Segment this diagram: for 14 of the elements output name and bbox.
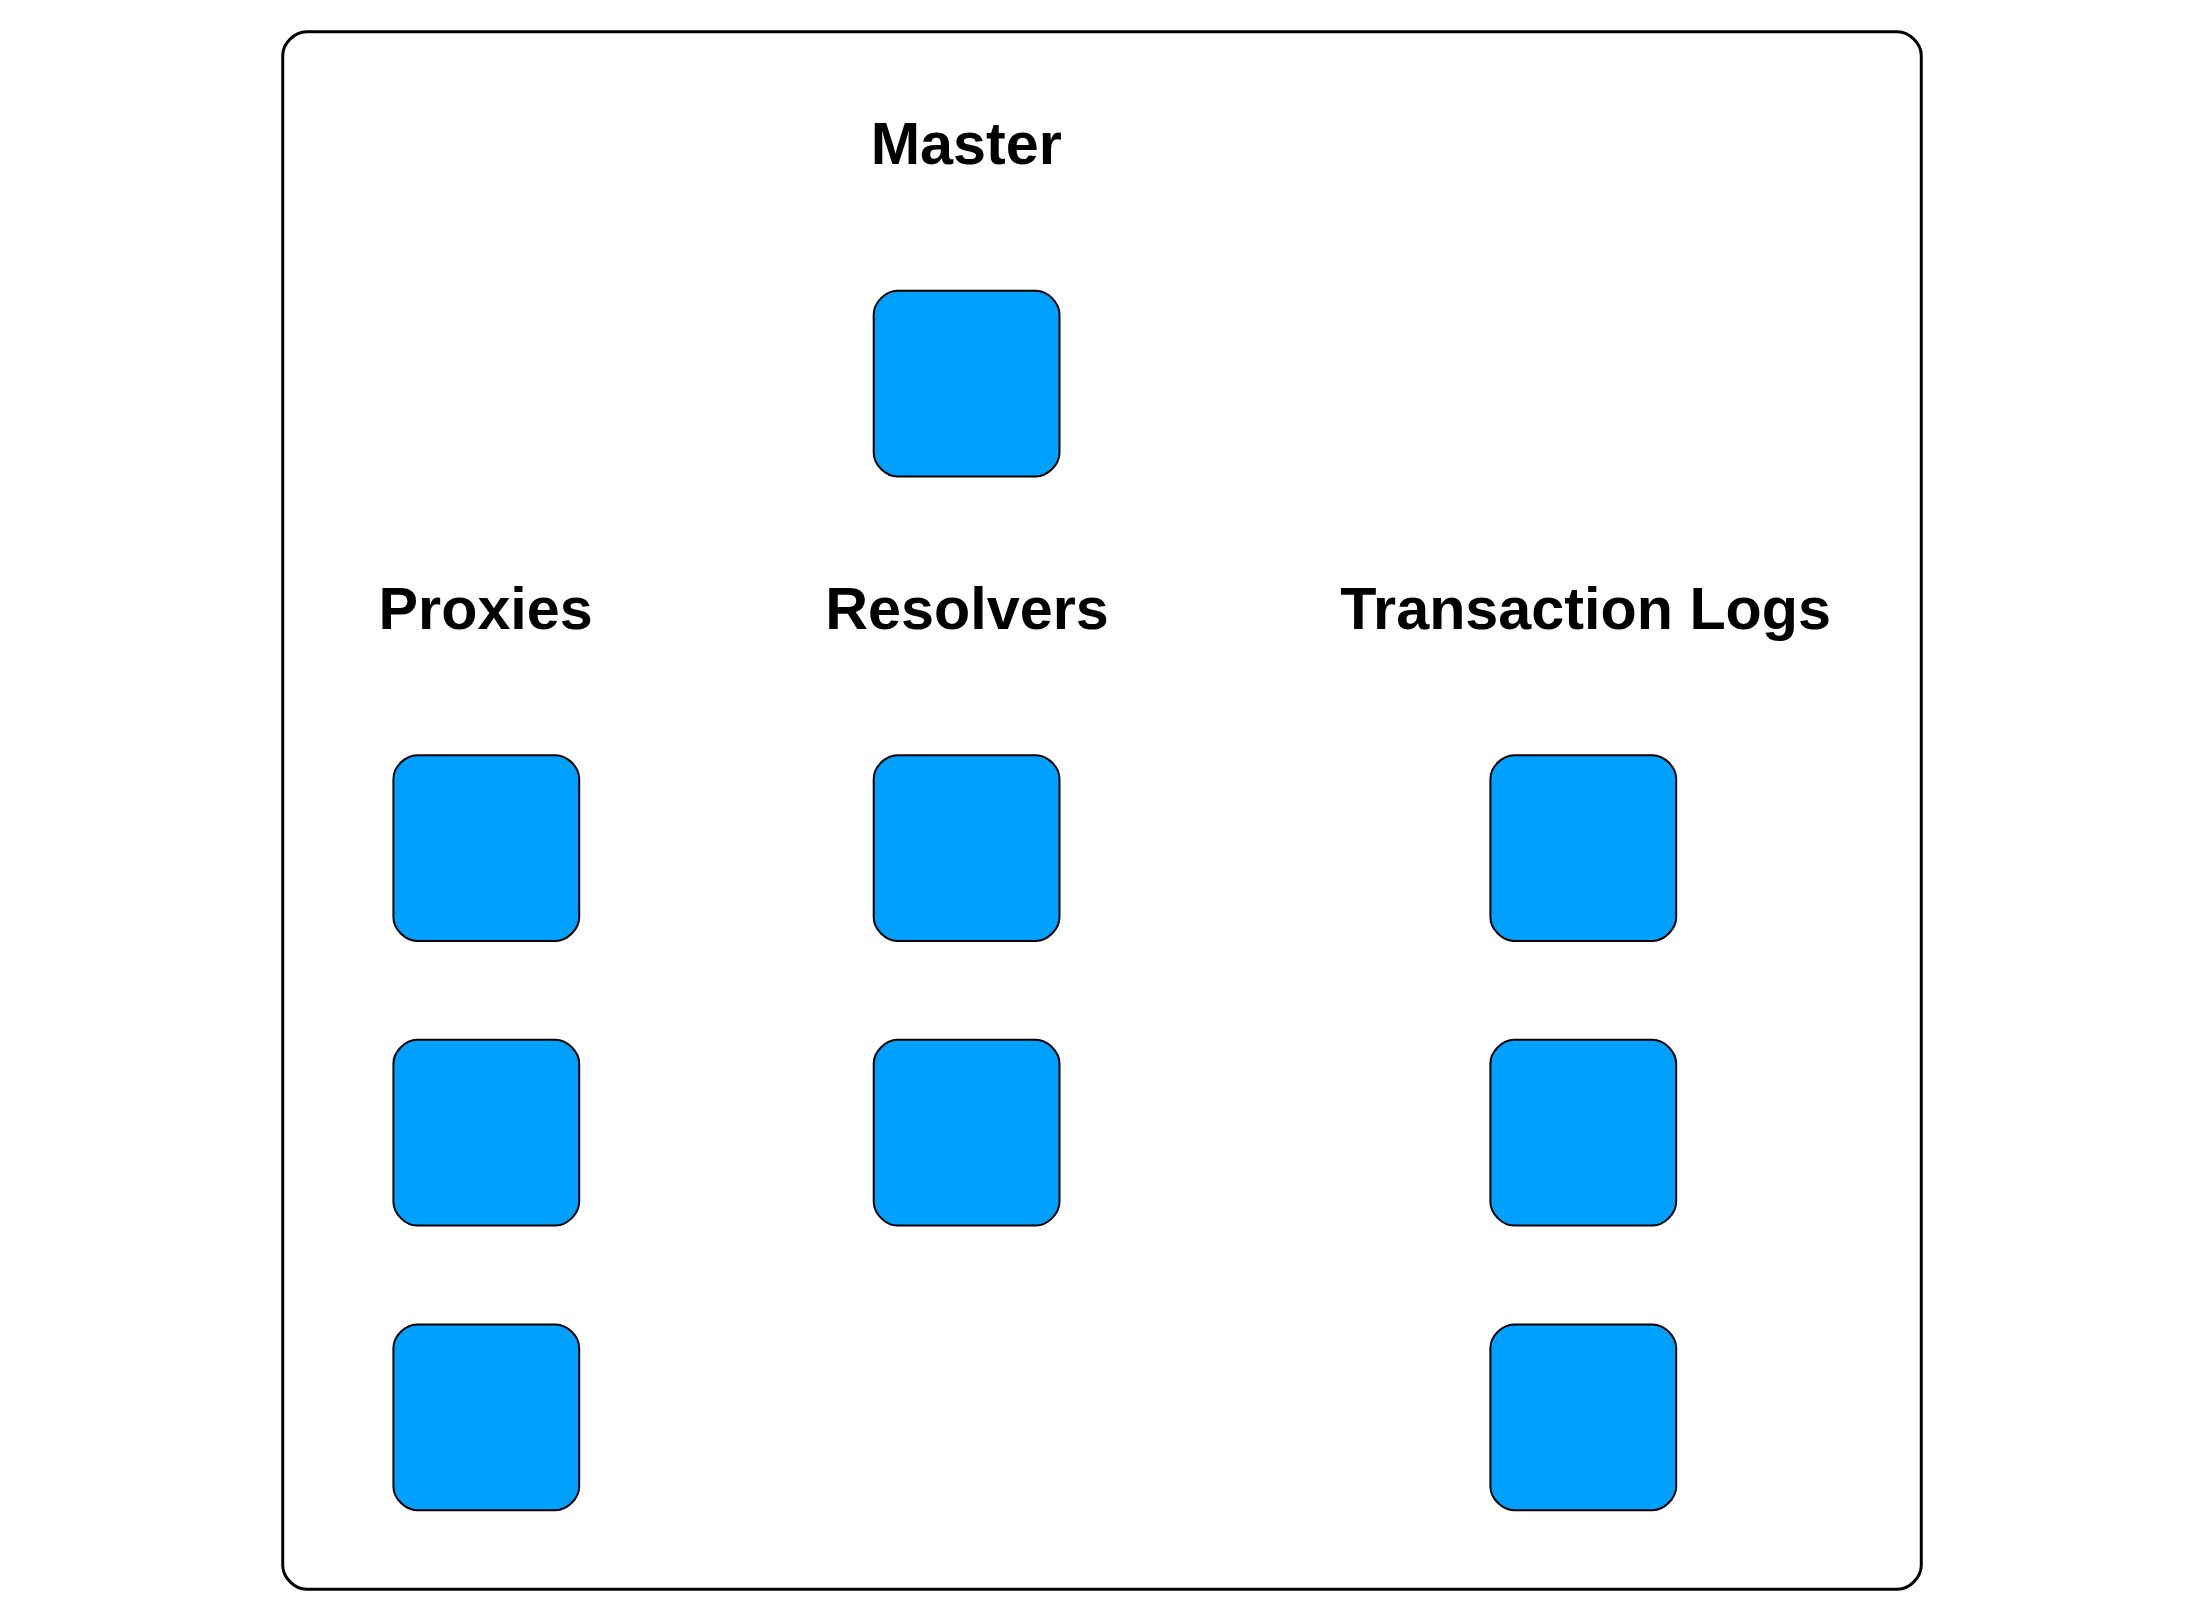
label: Resolvers [824, 574, 1109, 642]
node-box [872, 1038, 1060, 1227]
label: Master [870, 110, 1062, 178]
node-box [1488, 754, 1677, 942]
label: Transaction Logs [1339, 574, 1831, 642]
node-box [391, 754, 580, 942]
node-box [872, 289, 1060, 478]
node-box [1488, 1038, 1677, 1227]
label: Proxies [378, 574, 593, 642]
cluster [280, 30, 1923, 1591]
node-box [391, 1038, 580, 1227]
node-box [391, 1323, 580, 1512]
node-box [1488, 1323, 1677, 1512]
node-box [872, 754, 1060, 942]
